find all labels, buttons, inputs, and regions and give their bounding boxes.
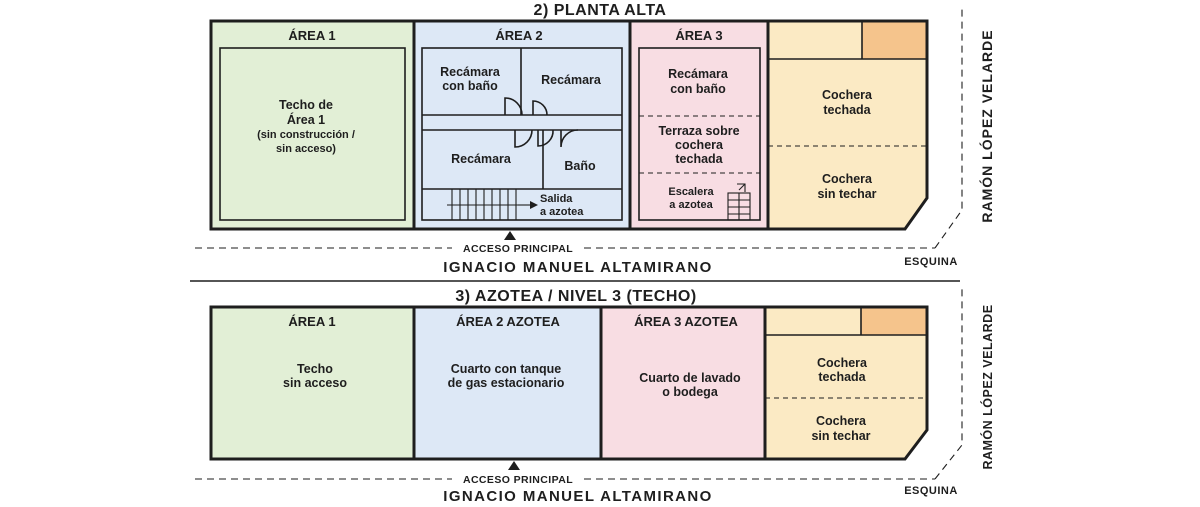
- pa-outer-wall: [209, 19, 929, 231]
- pa-a2-door-1: [504, 97, 523, 116]
- pa-a2-door-4: [560, 129, 579, 148]
- pa-a3-stairs: [727, 183, 751, 221]
- pa-area1-fill: [211, 21, 414, 229]
- az-area2-line-2: de gas estacionario: [448, 376, 565, 390]
- pa-area2-inner-frame: [421, 47, 623, 221]
- pa-a2-recamara-bano-2: con baño: [442, 79, 498, 93]
- pa-area1-line-4: sin acceso): [276, 143, 336, 155]
- az-cochera-techada-1: Cochera: [817, 356, 868, 370]
- pa-acceso-label: ACCESO PRINCIPAL: [463, 243, 573, 255]
- az-corner-line: [934, 288, 963, 480]
- pa-a2-stair-arrow: [530, 201, 538, 209]
- pa-area1-line-3: (sin construcción /: [257, 129, 355, 141]
- pa-a3-recamara-bano-2: con baño: [670, 82, 726, 96]
- az-street-name: IGNACIO MANUEL ALTAMIRANO: [443, 488, 712, 505]
- az-side-street-name: RAMÓN LÓPEZ VELARDE: [980, 304, 995, 469]
- pa-street-name: IGNACIO MANUEL ALTAMIRANO: [443, 259, 712, 276]
- az-area2-label: ÁREA 2 AZOTEA: [456, 314, 560, 329]
- pa-area3-inner-frame: [638, 47, 761, 221]
- pa-a3-escalera-1: Escalera: [668, 186, 714, 198]
- az-cochera-sin-2: sin techar: [811, 429, 870, 443]
- pa-cochera-sin-1: Cochera: [822, 172, 873, 186]
- pa-a2-recamara-bl: Recámara: [451, 152, 512, 166]
- pa-a3-terraza-3: techada: [675, 152, 723, 166]
- planta-alta-title: 2) PLANTA ALTA: [534, 2, 667, 19]
- pa-garage-fill: [768, 21, 927, 229]
- az-esquina-label: ESQUINA: [904, 485, 958, 497]
- az-cochera-sin-1: Cochera: [816, 414, 867, 428]
- az-garage-small-fill: [861, 307, 927, 335]
- az-cochera-techada-2: techada: [818, 370, 866, 384]
- pa-a2-salida-2: a azotea: [540, 206, 584, 218]
- pa-area1-line-1: Techo de: [279, 98, 333, 112]
- azotea-section: 3) AZOTEA / NIVEL 3 (TECHO) ÁREA 1 Techo…: [195, 288, 995, 505]
- pa-a2-recamara-tr: Recámara: [541, 73, 602, 87]
- az-area1-line-2: sin acceso: [283, 376, 347, 390]
- az-area1-fill: [211, 307, 414, 459]
- az-area3-fill: [601, 307, 765, 459]
- pa-a2-bano: Baño: [564, 159, 596, 173]
- pa-garage-small-fill: [862, 21, 927, 59]
- pa-area2-fill: [414, 21, 630, 229]
- az-area1-label: ÁREA 1: [288, 314, 335, 329]
- pa-area1-line-2: Área 1: [287, 112, 325, 127]
- pa-area1-inner-frame: [219, 47, 406, 221]
- pa-area3-fill: [630, 21, 768, 229]
- az-garage-fill: [765, 307, 927, 459]
- az-area3-line-2: o bodega: [662, 385, 719, 399]
- pa-cochera-techada-1: Cochera: [822, 88, 873, 102]
- az-area3-line-1: Cuarto de lavado: [639, 371, 741, 385]
- pa-cochera-techada-2: techada: [823, 103, 871, 117]
- pa-area3-label: ÁREA 3: [675, 28, 722, 43]
- az-outer-wall: [209, 305, 929, 461]
- az-area2-line-1: Cuarto con tanque: [451, 362, 561, 376]
- pa-a2-door-2: [532, 100, 548, 116]
- pa-cochera-sin-2: sin techar: [817, 187, 876, 201]
- az-area2-fill: [414, 307, 601, 459]
- pa-a2-stairs: [447, 189, 538, 220]
- pa-a2-door-5: [537, 129, 554, 147]
- az-acceso-label: ACCESO PRINCIPAL: [463, 474, 573, 486]
- azotea-title: 3) AZOTEA / NIVEL 3 (TECHO): [455, 288, 696, 305]
- az-area3-label: ÁREA 3 AZOTEA: [634, 314, 738, 329]
- pa-a3-terraza-1: Terraza sobre: [658, 124, 739, 138]
- pa-area2-label: ÁREA 2: [495, 28, 542, 43]
- pa-area1-label: ÁREA 1: [288, 28, 335, 43]
- pa-a2-recamara-bano-1: Recámara: [440, 65, 501, 79]
- pa-a2-door-3: [514, 129, 533, 148]
- pa-a3-terraza-2: cochera: [675, 138, 724, 152]
- az-area1-line-1: Techo: [297, 362, 333, 376]
- pa-side-street-name: RAMÓN LÓPEZ VELARDE: [978, 29, 995, 222]
- pa-corner-line: [934, 5, 963, 249]
- pa-a3-escalera-2: a azotea: [669, 199, 713, 211]
- pa-a2-salida-1: Salida: [540, 193, 573, 205]
- pa-esquina-label: ESQUINA: [904, 256, 958, 268]
- pa-acceso-arrow: [504, 231, 516, 240]
- planta-alta-section: 2) PLANTA ALTA: [195, 2, 995, 276]
- az-acceso-arrow: [508, 461, 520, 470]
- pa-a3-recamara-bano-1: Recámara: [668, 67, 729, 81]
